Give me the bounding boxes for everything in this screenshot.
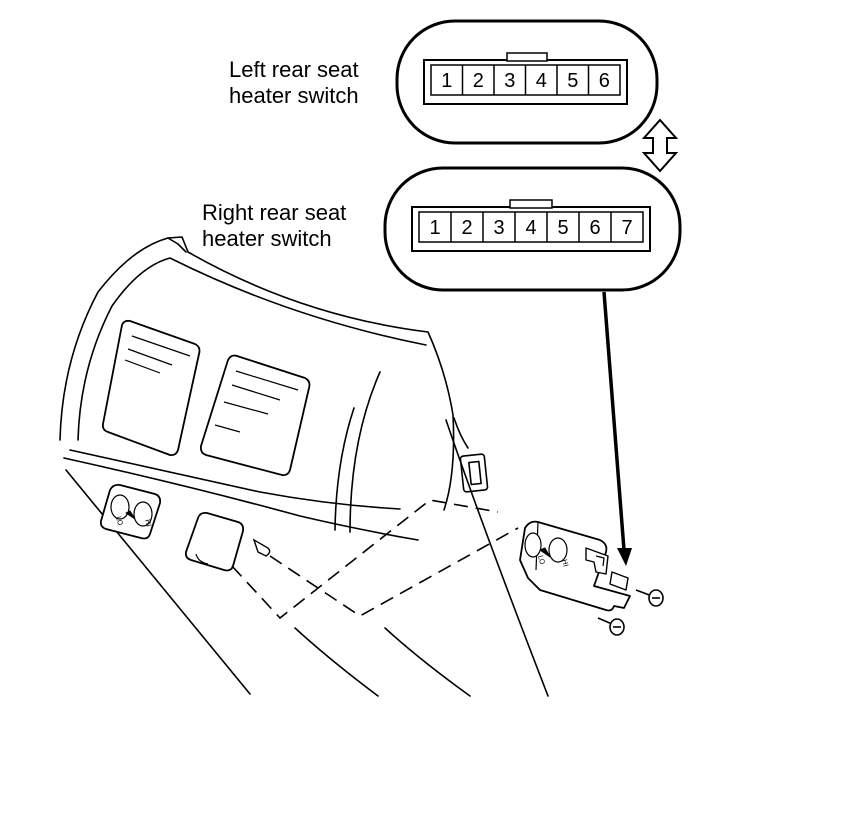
installed-switch-hi-label: HI [143,518,153,527]
pointer-arrow [602,291,632,566]
right-connector-pin-3: 3 [493,217,504,239]
screw-lower-icon [597,617,625,636]
removal-guide-dashed [231,499,519,620]
pointer-arrowhead-icon [617,548,632,566]
air-vent-left [101,319,201,457]
installed-seat-heater-switch: LO HI [99,483,162,540]
left-connector-latch [506,52,548,62]
right-switch-label-line2: heater switch [202,226,332,251]
switch-connector-socket [585,547,609,575]
right-connector-pin-5: 5 [557,217,568,239]
air-vent-right [199,354,311,477]
left-switch-label-line1: Left rear seat [229,57,359,82]
seat-heater-icon [125,510,136,520]
double-arrow-icon [641,118,679,173]
left-connector-pin-5: 5 [567,70,578,92]
right-connector-latch [509,199,553,209]
right-switch-label-line1: Right rear seat [202,200,347,225]
switch-opening [184,511,271,572]
rear-console-panel [59,236,549,697]
removed-switch-lo-label: LO [536,554,546,565]
left-switch-label-line2: heater switch [229,83,359,108]
left-connector-pin-3: 3 [504,70,515,92]
right-connector-pin-1: 1 [429,217,440,239]
right-connector-pin-6: 6 [589,217,600,239]
left-connector-pin-2: 2 [473,70,484,92]
right-connector-pin-2: 2 [461,217,472,239]
right-connector-pin-4: 4 [525,217,536,239]
left-connector-pin-4: 4 [536,70,547,92]
removed-seat-heater-switch: LO HI [519,520,631,612]
right-connector-pin-7: 7 [621,217,632,239]
installed-switch-lo-label: LO [114,515,124,526]
harness-plug [252,538,271,557]
left-connector-pin-1: 1 [441,70,452,92]
seat-heater-icon [539,547,551,558]
screw-upper-icon [635,589,664,607]
removed-switch-hi-label: HI [560,558,570,567]
left-connector-pin-6: 6 [599,70,610,92]
